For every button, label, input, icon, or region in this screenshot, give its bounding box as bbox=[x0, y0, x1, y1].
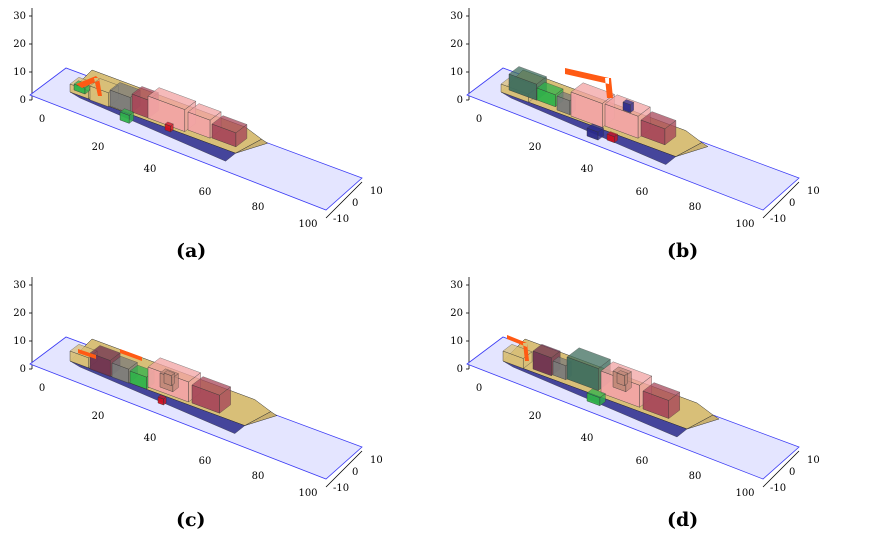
x-tick-label: 20 bbox=[92, 411, 105, 422]
navy-module bbox=[586, 123, 604, 141]
x-tick-label: 40 bbox=[581, 433, 594, 444]
caption-c: (c) bbox=[176, 509, 206, 531]
x-tick-label: 60 bbox=[199, 456, 212, 467]
red-module bbox=[164, 121, 174, 133]
green-module bbox=[586, 388, 606, 407]
green-module bbox=[119, 108, 135, 124]
funnel-top bbox=[163, 370, 176, 387]
y-tick-label: -10 bbox=[770, 483, 786, 494]
z-tick-label: 20 bbox=[13, 308, 26, 319]
bow bbox=[244, 411, 278, 426]
z-tick-label: 10 bbox=[450, 67, 463, 78]
x-tick-label: 80 bbox=[252, 471, 265, 482]
ship-model-a bbox=[29, 67, 363, 211]
superstructure-dark bbox=[642, 382, 681, 419]
navy-module bbox=[622, 99, 635, 114]
ship-model-c bbox=[29, 336, 363, 480]
y-tick-label: 0 bbox=[789, 467, 795, 478]
y-axis-line bbox=[762, 450, 800, 488]
x-tick-label: 40 bbox=[144, 433, 157, 444]
y-tick-label: -10 bbox=[770, 214, 786, 225]
x-tick-label: 20 bbox=[529, 142, 542, 153]
z-tick-label: 30 bbox=[13, 280, 26, 291]
caption-b: (b) bbox=[667, 240, 699, 262]
x-tick-label: 100 bbox=[735, 488, 754, 499]
y-tick-label: -10 bbox=[333, 214, 349, 225]
x-tick-label: 100 bbox=[735, 219, 754, 230]
z-tick-label: 10 bbox=[450, 336, 463, 347]
y-tick-label: 10 bbox=[807, 186, 820, 197]
crane bbox=[76, 76, 102, 96]
caption-d: (d) bbox=[667, 509, 699, 531]
y-tick-label: -10 bbox=[333, 483, 349, 494]
superstructure-dark bbox=[191, 376, 232, 414]
crane bbox=[78, 349, 142, 361]
z-tick-label: 10 bbox=[13, 336, 26, 347]
red-module bbox=[157, 394, 167, 406]
z-tick-label: 30 bbox=[13, 11, 26, 22]
x-tick-label: 40 bbox=[581, 164, 594, 175]
z-tick-label: 10 bbox=[13, 67, 26, 78]
y-axis-line bbox=[325, 181, 363, 219]
y-tick-label: 0 bbox=[352, 198, 358, 209]
bow bbox=[235, 138, 269, 154]
z-tick-label: 0 bbox=[20, 95, 26, 106]
z-tick-label: 30 bbox=[450, 11, 463, 22]
x-tick-label: 60 bbox=[636, 456, 649, 467]
z-tick-label: 0 bbox=[457, 95, 463, 106]
x-tick-label: 60 bbox=[199, 187, 212, 198]
x-tick-label: 0 bbox=[476, 114, 482, 125]
x-tick-label: 20 bbox=[92, 142, 105, 153]
z-tick-label: 20 bbox=[450, 39, 463, 50]
x-tick-label: 100 bbox=[298, 488, 317, 499]
x-tick-label: 80 bbox=[252, 202, 265, 213]
ship-model-b bbox=[466, 66, 800, 211]
x-tick-label: 60 bbox=[636, 187, 649, 198]
y-tick-label: 0 bbox=[352, 467, 358, 478]
y-tick-label: 10 bbox=[370, 186, 383, 197]
bow bbox=[675, 142, 709, 157]
x-tick-label: 100 bbox=[298, 219, 317, 230]
z-tick-label: 20 bbox=[450, 308, 463, 319]
y-axis-line bbox=[762, 181, 800, 219]
x-tick-label: 0 bbox=[39, 114, 45, 125]
red-module bbox=[606, 131, 619, 144]
x-tick-label: 0 bbox=[476, 383, 482, 394]
hull-underside bbox=[69, 360, 246, 434]
z-tick-label: 0 bbox=[20, 364, 26, 375]
bow bbox=[686, 414, 720, 430]
crane bbox=[507, 335, 529, 361]
y-tick-label: 10 bbox=[807, 455, 820, 466]
caption-a: (a) bbox=[176, 240, 207, 262]
x-tick-label: 80 bbox=[689, 202, 702, 213]
z-tick-label: 30 bbox=[450, 280, 463, 291]
ship-model-d bbox=[466, 335, 800, 480]
superstructure-dark bbox=[211, 115, 248, 148]
x-tick-label: 20 bbox=[529, 411, 542, 422]
x-tick-label: 40 bbox=[144, 164, 157, 175]
z-tick-label: 20 bbox=[13, 39, 26, 50]
z-tick-label: 0 bbox=[457, 364, 463, 375]
hull-underside bbox=[69, 91, 237, 162]
y-tick-label: 0 bbox=[789, 198, 795, 209]
x-tick-label: 0 bbox=[39, 383, 45, 394]
superstructure-dark bbox=[640, 111, 677, 146]
crane bbox=[565, 68, 613, 98]
x-tick-label: 80 bbox=[689, 471, 702, 482]
y-tick-label: 10 bbox=[370, 455, 383, 466]
funnel-top bbox=[616, 370, 629, 387]
y-axis-line bbox=[325, 450, 363, 488]
